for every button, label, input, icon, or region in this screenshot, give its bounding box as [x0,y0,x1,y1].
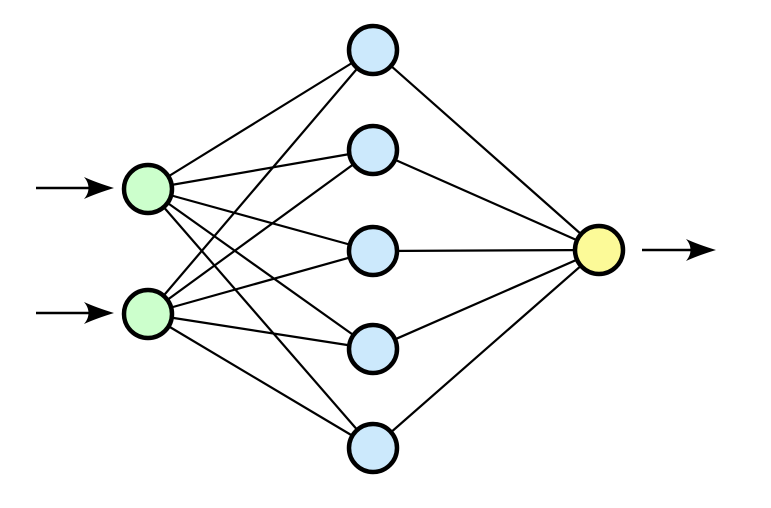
connection-input-1-hidden-1 [147,49,374,190]
connection-hidden-1-output-1 [372,49,600,251]
node-hidden-4 [346,322,400,376]
output-arrow-1-icon [642,239,716,261]
connection-input-1-hidden-3 [147,187,374,253]
connections-layer [147,49,600,449]
connection-input-2-hidden-3 [147,249,374,316]
connection-hidden-2-output-1 [372,148,600,252]
connection-input-1-hidden-5 [147,188,374,449]
input-arrow-1-icon [36,177,114,199]
node-hidden-5 [346,421,400,475]
connection-input-2-hidden-1 [147,49,374,315]
node-hidden-3 [346,224,400,278]
node-hidden-2 [346,123,400,177]
connection-hidden-5-output-1 [372,249,600,449]
connection-input-2-hidden-2 [147,149,374,315]
connection-input-2-hidden-4 [147,312,374,351]
connection-input-1-hidden-2 [147,148,374,191]
connection-hidden-3-output-1 [372,248,600,253]
connection-input-1-hidden-4 [147,188,374,350]
connection-hidden-4-output-1 [372,248,600,351]
node-output-1 [572,223,626,277]
node-hidden-1 [346,23,400,77]
arrows-layer [36,177,716,324]
nodes-layer [121,23,626,475]
connection-input-2-hidden-5 [147,313,374,449]
node-input-1 [121,162,175,216]
input-arrow-2-icon [36,302,114,324]
node-input-2 [121,287,175,341]
